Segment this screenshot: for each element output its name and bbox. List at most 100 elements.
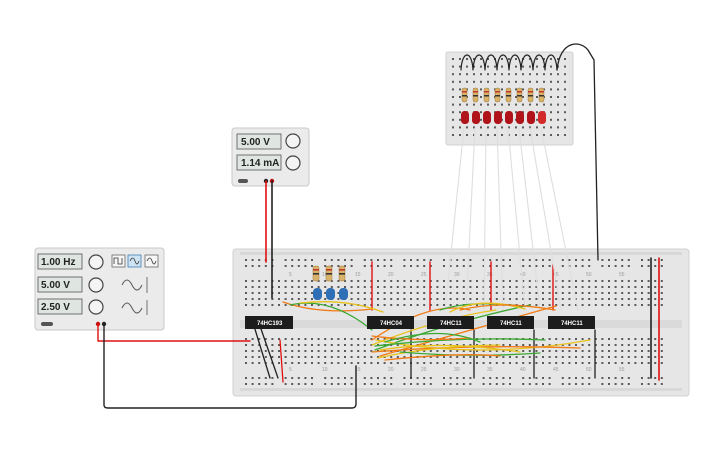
breadboard-hole [564,58,566,60]
wire[interactable] [371,307,471,341]
breadboard-hole [456,286,459,288]
square-wave-button[interactable] [111,254,126,268]
breadboard-hole [469,292,472,294]
blue-leds[interactable] [313,288,348,300]
breadboard-hole [350,356,353,358]
wire[interactable] [374,338,546,347]
breadboard-hole [330,280,333,282]
breadboard-hole [647,362,650,364]
breadboard-hole [284,286,287,288]
generator-ground-wire[interactable] [103,323,357,409]
amplitude-knob[interactable] [88,277,104,293]
wire[interactable] [459,304,556,311]
wire[interactable] [299,301,384,313]
wire[interactable] [375,339,591,351]
red-led[interactable] [483,111,491,124]
led-board-jumper-wire[interactable] [460,54,558,71]
breadboard-hole [550,58,552,60]
breadboard-hole [390,265,393,267]
current-knob[interactable] [285,155,301,171]
chip-74hc193[interactable]: 74HC193 [245,316,293,329]
column-number: 35 [487,367,493,373]
triangle-wave-button[interactable] [144,254,159,268]
breadboard-hole [608,344,610,346]
output-signal-wire[interactable] [507,127,526,311]
breadboard-hole [548,356,551,358]
breadboard-hole [403,292,406,294]
breadboard-hole [456,362,459,364]
breadboard-hole [390,304,393,306]
frequency-knob[interactable] [88,254,104,270]
wire[interactable] [449,302,526,313]
chip-74hc11-c[interactable]: 74HC11 [548,316,595,329]
function-generator[interactable]: 1.00 Hz 5.00 V 2.50 V [34,247,165,331]
wire[interactable] [384,354,501,361]
sine-wave-button[interactable] [127,254,142,268]
breadboard-hole [647,292,650,294]
output-leds[interactable] [461,87,546,124]
red-led[interactable] [461,111,469,124]
breadboard-hole [588,286,591,288]
red-led[interactable] [538,111,546,124]
red-led[interactable] [516,111,524,124]
wire[interactable] [259,325,279,379]
breadboard-hole [568,377,571,379]
wire[interactable] [377,344,501,359]
resistor-band [484,95,489,97]
breadboard-hole [482,280,485,282]
output-signal-wire[interactable] [444,127,465,311]
output-signal-wire[interactable] [465,127,476,311]
output-signal-wire[interactable] [518,127,541,311]
breadboard-hole [487,80,489,83]
red-led[interactable] [505,111,513,124]
breadboard-hole [449,298,452,300]
output-signal-wire[interactable] [496,127,504,311]
breadboard-hole [535,383,538,385]
output-signal-wire[interactable] [483,127,487,311]
wire[interactable] [289,302,373,331]
generator-signal-wire[interactable] [97,323,251,342]
breadboard-hole [641,344,643,346]
chip-74hc11-b[interactable]: 74HC11 [487,316,534,329]
breadboard-hole [403,265,406,267]
red-led[interactable] [494,111,502,124]
breadboard-hole [502,356,505,358]
breadboard-hole [627,304,630,306]
wire[interactable] [279,339,284,383]
breadboard-hole [522,362,525,364]
wire[interactable] [253,325,271,379]
power-switch[interactable] [238,179,248,183]
breadboard-hole [529,65,531,68]
breadboard-hole [501,134,503,136]
breadboard-hole [304,286,307,288]
input-resistors[interactable] [312,265,346,282]
chip-74hc04[interactable]: 74HC04 [367,316,414,329]
breadboard-hole [443,280,445,282]
led-ground-wire[interactable] [556,43,599,261]
wire[interactable] [379,344,521,353]
generator-power-switch[interactable] [41,322,53,326]
red-led[interactable] [472,111,480,124]
breadboard-hole [456,344,459,346]
breadboard-hole [297,350,300,352]
power-supply[interactable]: 5.00 V 1.14 mA [231,127,310,187]
breadboard-hole [542,356,544,358]
output-signal-wire[interactable] [540,127,579,311]
voltage-knob[interactable] [285,133,301,149]
column-number: 10 [322,367,328,373]
breadboard-hole [480,111,482,114]
breadboard-hole [258,377,261,379]
red-led[interactable] [527,111,535,124]
breadboard-hole [608,265,610,267]
wire[interactable] [384,332,481,343]
breadboard-hole [390,383,393,385]
breadboard-hole [452,118,454,121]
breadboard-hole [429,292,432,294]
output-signal-wire[interactable] [529,127,562,311]
wire[interactable] [371,335,471,341]
chip-74hc11-a[interactable]: 74HC11 [427,316,474,329]
breadboard-hole [304,338,307,340]
breadboard-hole [535,292,538,294]
offset-knob[interactable] [88,299,104,315]
